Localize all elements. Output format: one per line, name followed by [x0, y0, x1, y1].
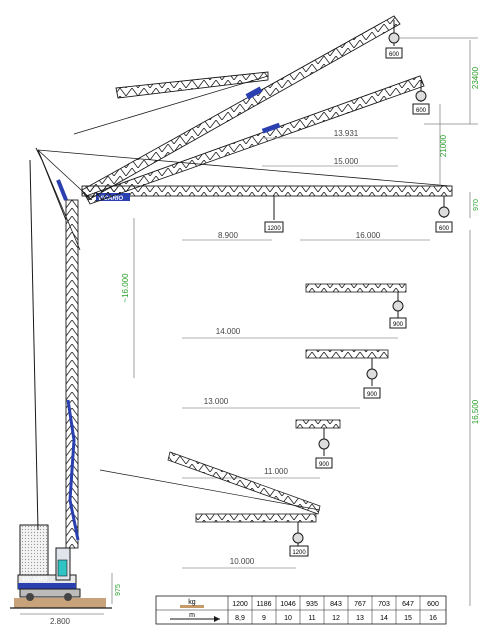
table-cell-kg: 1186: [256, 601, 271, 608]
load-second: 600: [416, 108, 427, 114]
table-cell-kg: 843: [330, 601, 342, 608]
jib-position-14m: [305, 283, 407, 329]
reach-13000: 13.000: [204, 397, 229, 406]
table-cell-m: 11: [308, 615, 315, 622]
dim-16500: 16,500: [471, 399, 480, 424]
dim-16000: ~16.000: [121, 273, 130, 303]
load-main-tip: 600: [439, 226, 450, 232]
inclined-jib-second: [85, 75, 425, 205]
reach-14000: 14.000: [216, 327, 241, 336]
hook-main-tip: [435, 196, 453, 233]
load-top: 600: [389, 52, 400, 58]
reach-8900: 8.900: [218, 231, 239, 240]
table-cell-m: 9: [262, 615, 266, 622]
jib-position-13m: [305, 349, 389, 399]
table-cell-kg: 647: [402, 601, 414, 608]
load-14m: 900: [393, 322, 404, 328]
table-cell-kg: 600: [427, 601, 439, 608]
main-jib: [37, 149, 453, 201]
brand-label-chassis: VICARIO: [22, 577, 47, 583]
table-cell-m: 15: [404, 615, 412, 622]
table-cell-kg: 767: [354, 601, 366, 608]
table-cell-kg: 1046: [280, 601, 296, 608]
reach-13931: 13.931: [334, 129, 359, 138]
reach-11000: 11.000: [264, 467, 288, 476]
ground-base: [14, 598, 106, 608]
hook-top: [385, 20, 403, 59]
folded-jib-upper: [73, 71, 269, 135]
load-13m: 900: [367, 392, 378, 398]
dim-2800: 2.800: [50, 617, 71, 626]
hook-second: [412, 80, 430, 115]
reach-10000: 10.000: [230, 557, 255, 566]
table-cell-kg: 703: [378, 601, 390, 608]
table-cell-m: 14: [380, 615, 388, 622]
load-11m: 900: [319, 462, 330, 468]
dimension-lines: [20, 37, 478, 615]
load-10m: 1200: [292, 550, 306, 556]
table-cell-m: 12: [332, 615, 340, 622]
dim-975: 975: [115, 584, 122, 596]
table-cell-m: 10: [284, 615, 292, 622]
table-row-label-kg: kg: [188, 599, 196, 606]
jib-position-10m: [99, 451, 321, 557]
load-main-mid: 1200: [267, 226, 281, 232]
table-cell-m: 8,9: [235, 615, 245, 622]
table-row-label-m: m: [189, 612, 195, 619]
table-cell-m: 16: [429, 615, 437, 622]
dim-970: 970: [473, 199, 480, 211]
reach-15000: 15.000: [334, 157, 359, 166]
table-cell-m: 13: [356, 615, 364, 622]
dim-23400: 23400: [471, 66, 480, 89]
reach-lines: [182, 137, 430, 569]
reach-16000: 16.000: [356, 231, 381, 240]
crane-mast: [29, 147, 93, 549]
load-table: kg m 1200 1186 1046 935 843 767 703 647 …: [155, 595, 447, 625]
table-cell-kg: 935: [306, 601, 318, 608]
brand-label-jib: VICARIO: [98, 196, 123, 202]
table-cell-kg: 1200: [232, 601, 248, 608]
hook-main-mid: [264, 196, 284, 233]
crane-chassis: [17, 524, 81, 601]
dim-21000: 21000: [439, 134, 448, 157]
jib-position-11m: [295, 419, 341, 469]
